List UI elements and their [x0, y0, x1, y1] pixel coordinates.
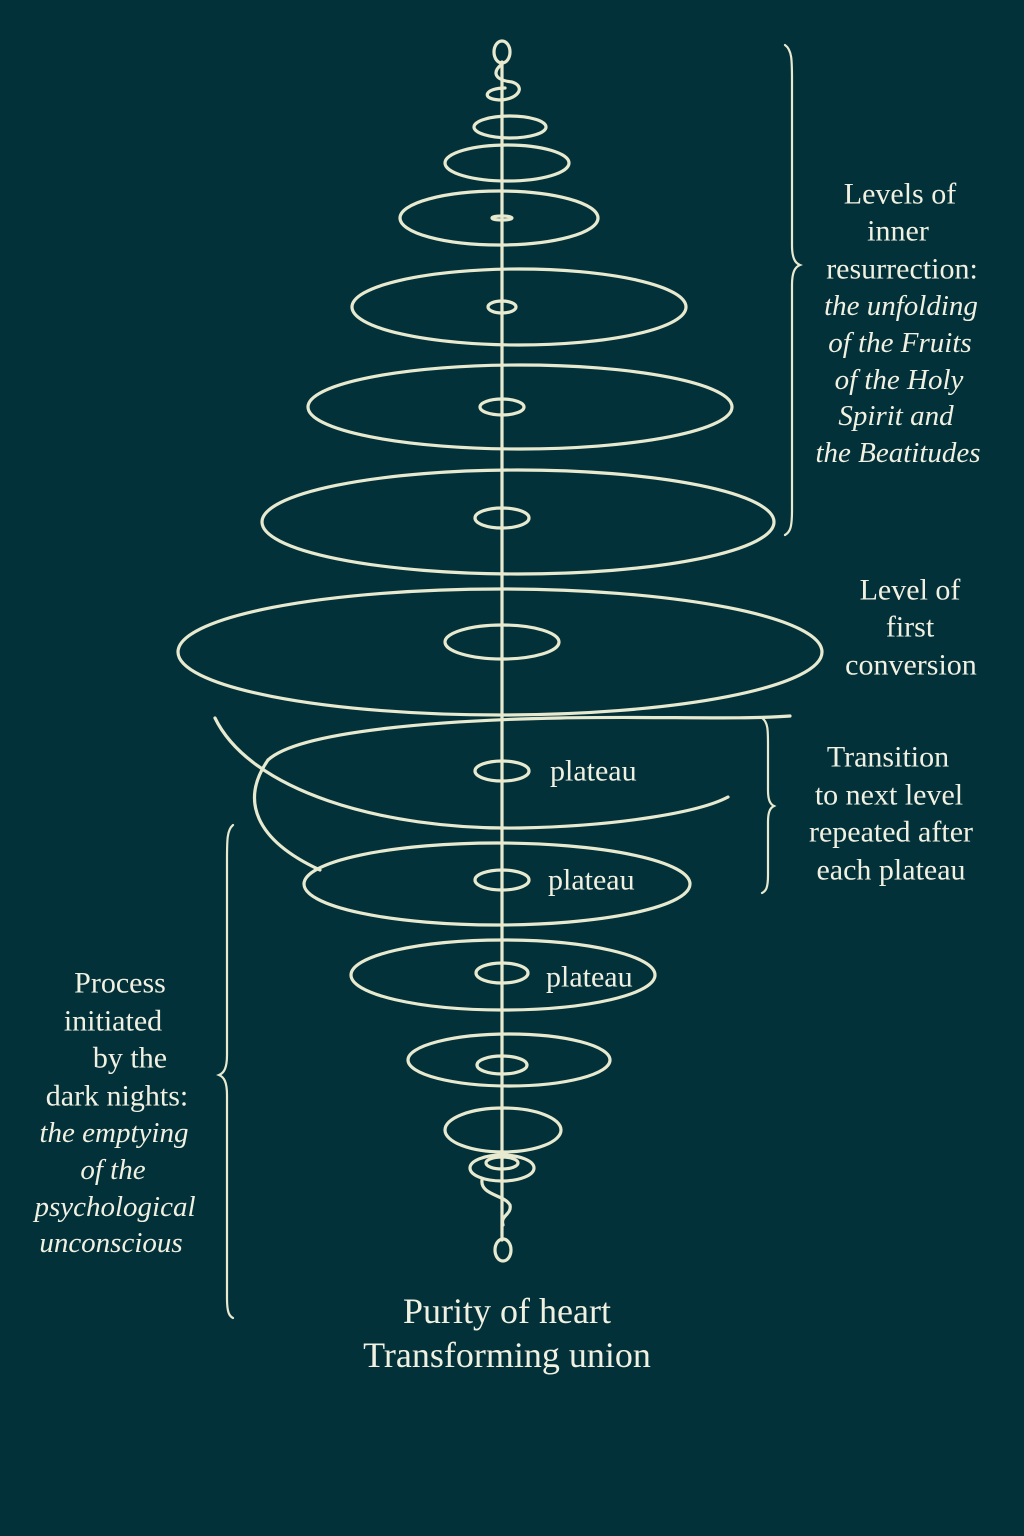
transition-label: Transition to next level repeated after … [809, 741, 973, 887]
label-line: Spirit and [838, 400, 954, 432]
conversion-coil [176, 587, 824, 717]
transition-arc [213, 716, 730, 830]
upper-coil-2 [443, 143, 571, 183]
lower-coil-1 [302, 841, 692, 927]
plateau-node [474, 961, 530, 985]
label-line: repeated after [809, 816, 973, 849]
spiral [176, 39, 824, 1263]
label-line: the unfolding [824, 290, 978, 322]
label-line: dark nights: [46, 1080, 189, 1113]
center-node [443, 623, 561, 661]
lower-coil-4 [443, 1106, 563, 1154]
label-line: first [886, 611, 935, 644]
label-line: unconscious [39, 1227, 182, 1259]
transition-brace [760, 716, 777, 895]
label-line: the emptying [40, 1117, 189, 1149]
center-node [484, 1155, 520, 1171]
brackets [216, 43, 803, 1320]
label-line: psychological [32, 1191, 195, 1223]
upper-coil-6 [260, 468, 776, 576]
label-line: the Beatitudes [815, 437, 980, 469]
label-line: of the Fruits [828, 327, 971, 359]
label-line: inner [867, 215, 929, 248]
transition-arc-top [266, 714, 792, 762]
lower-coil-3 [406, 1032, 612, 1088]
center-node [473, 506, 531, 530]
label-line: resurrection: [826, 253, 978, 286]
label-line: Transition [827, 741, 949, 774]
transition-arc-left [252, 758, 322, 872]
lower-coil-5 [468, 1153, 536, 1183]
plateau-label: plateau [550, 755, 637, 788]
resurrection-brace [783, 43, 803, 537]
spiral-top-twist [485, 62, 521, 102]
caption-line: Transforming union [363, 1335, 651, 1375]
dark-nights-label: Process initiated by the dark nights: th… [32, 967, 195, 1260]
dark-nights-brace [216, 823, 235, 1320]
plateau-node [473, 868, 531, 892]
caption-line: Purity of heart [403, 1291, 611, 1331]
label-line: Level of [860, 574, 961, 607]
plateau-node [473, 759, 531, 783]
label-line: Levels of [844, 178, 956, 211]
bottom-caption: Purity of heart Transforming union [363, 1291, 651, 1375]
plateau-label: plateau [548, 864, 635, 897]
plateau-labels: plateau plateau plateau [546, 755, 637, 994]
label-line: of the [80, 1154, 145, 1186]
bottom-seed-oval [493, 1237, 513, 1263]
upper-coil-4 [350, 267, 688, 347]
label-line: each plateau [816, 854, 965, 887]
label-line: to next level [815, 779, 963, 812]
label-line: of the Holy [835, 364, 964, 396]
resurrection-label: Levels of inner resurrection: the unfold… [815, 178, 980, 470]
center-node [490, 214, 514, 222]
center-node [478, 397, 526, 417]
center-node [475, 1054, 529, 1076]
upper-coil-1 [472, 114, 548, 140]
label-line: Process [74, 967, 166, 1000]
conversion-label: Level of first conversion [845, 574, 977, 682]
center-node [486, 299, 518, 315]
upper-coil-5 [306, 363, 734, 451]
spiral-bottom-twist [480, 1178, 512, 1227]
label-line: by the [93, 1042, 167, 1075]
top-seed-oval [492, 39, 512, 65]
label-line: conversion [845, 649, 977, 682]
plateau-label: plateau [546, 961, 633, 994]
label-line: initiated [64, 1005, 162, 1038]
upper-coil-3 [398, 189, 600, 247]
lower-coil-2 [349, 938, 657, 1012]
